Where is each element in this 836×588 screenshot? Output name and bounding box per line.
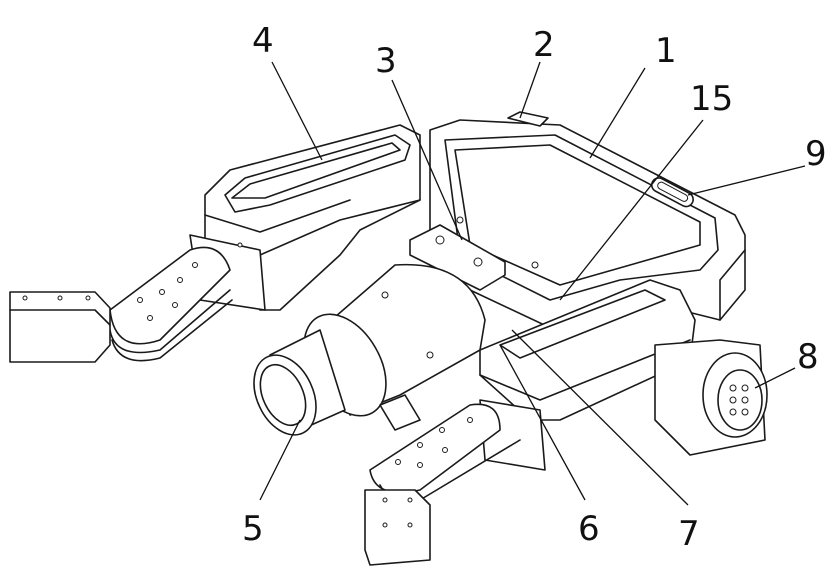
label-15: 15 — [690, 79, 733, 119]
left-finger — [10, 235, 265, 362]
label-5: 5 — [242, 509, 264, 549]
connector — [655, 340, 767, 455]
label-2: 2 — [533, 25, 555, 65]
label-1: 1 — [655, 31, 677, 71]
label-9: 9 — [805, 134, 827, 174]
label-6: 6 — [578, 509, 600, 549]
label-4: 4 — [252, 21, 274, 61]
label-3: 3 — [375, 41, 397, 81]
label-7: 7 — [678, 514, 700, 554]
base-plate — [430, 112, 745, 330]
label-8: 8 — [797, 337, 819, 377]
